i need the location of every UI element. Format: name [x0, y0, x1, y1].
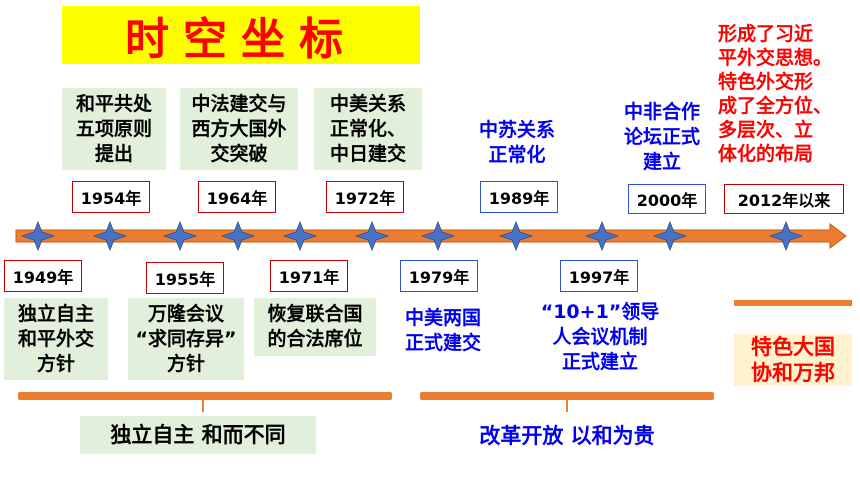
event-1955: 万隆会议 “求同存异” 方针 [128, 298, 244, 380]
period1-bracket [18, 392, 392, 400]
star-1989-icon [498, 220, 534, 252]
timeline-arrow [15, 220, 847, 252]
period1-label: 独立自主 和而不同 [80, 416, 316, 454]
period1-tick [202, 400, 204, 412]
year-1972: 1972年 [326, 181, 404, 213]
star-1964-icon [220, 220, 256, 252]
star-1972-icon [354, 220, 390, 252]
event-2012: 形成了习近 平外交思想。 特色外交形 成了全方位、 多层次、立 体化的布局 [718, 23, 833, 165]
page-title: 时空坐标 [62, 6, 420, 65]
year-1979: 1979年 [400, 260, 478, 292]
event-2000: 中非合作 论坛正式 建立 [623, 101, 700, 173]
event-1971: 恢复联合国 的合法席位 [254, 298, 376, 356]
year-1955: 1955年 [146, 262, 224, 294]
year-1989: 1989年 [480, 181, 558, 213]
event-1989: 中苏关系 正常化 [478, 119, 555, 166]
event-1972: 中美关系 正常化、 中日建交 [314, 88, 422, 170]
era3-bracket [734, 300, 852, 306]
period2-label: 改革开放 以和为贵 [479, 424, 655, 448]
star-2012-icon [768, 220, 804, 252]
star-2000-icon [652, 220, 688, 252]
era3-label: 特色大国 协和万邦 [734, 334, 852, 386]
star-1997-icon [584, 220, 620, 252]
event-1954: 和平共处 五项原则 提出 [62, 88, 166, 170]
event-1949: 独立自主 和平外交 方针 [4, 298, 108, 380]
star-1955-icon [162, 220, 198, 252]
star-1971-icon [282, 220, 318, 252]
year-1954: 1954年 [72, 181, 150, 213]
year-2012: 2012年以来 [724, 184, 844, 214]
event-1997: “10+1”领导 人会议机制 正式建立 [540, 301, 660, 373]
year-1949: 1949年 [4, 260, 82, 292]
star-1954-icon [92, 220, 128, 252]
star-1949-icon [20, 220, 56, 252]
period2-tick [566, 400, 568, 412]
period2-bracket [420, 392, 714, 400]
event-1964: 中法建交与 西方大国外 交突破 [180, 88, 298, 170]
star-1979-icon [420, 220, 456, 252]
year-1997: 1997年 [560, 260, 638, 292]
event-1979: 中美两国 正式建交 [404, 307, 481, 354]
year-1971: 1971年 [270, 260, 348, 292]
year-1964: 1964年 [198, 181, 276, 213]
year-2000: 2000年 [628, 184, 706, 214]
